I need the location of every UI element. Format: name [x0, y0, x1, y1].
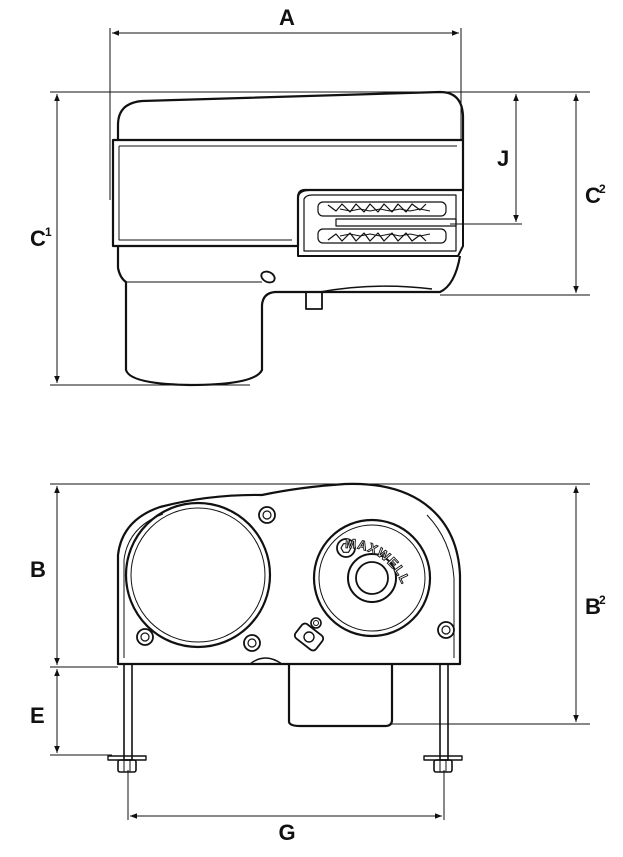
label-a: A — [279, 5, 295, 30]
base-flange — [319, 285, 433, 293]
hex-bolt — [336, 538, 356, 558]
label-b: B — [30, 557, 46, 582]
label-g: G — [278, 820, 295, 845]
drum-outer — [312, 518, 432, 638]
gypsy-wheel — [317, 201, 457, 244]
gypsy-recess-outline — [297, 189, 464, 257]
gearbox-body — [287, 664, 394, 728]
cover-band-outline — [111, 138, 465, 248]
label-c2-superscript: 2 — [599, 182, 606, 196]
bolt-top — [258, 506, 276, 524]
label-b2: B — [585, 594, 601, 619]
stud-right — [423, 663, 463, 773]
label-c1-superscript: 1 — [45, 225, 52, 239]
front-base-notch — [249, 657, 283, 665]
bolt-bottom — [243, 634, 261, 652]
label-e: E — [30, 703, 45, 728]
drum-ring — [318, 524, 426, 632]
cover-top-outline — [116, 90, 465, 140]
drum-center — [355, 561, 389, 595]
front-housing-outline — [116, 482, 462, 666]
cover-band-inner — [118, 145, 457, 241]
bolt-right — [437, 621, 455, 639]
side-view: A C 1 J C 2 — [30, 5, 606, 387]
label-c1: C — [30, 226, 46, 251]
stud-left — [107, 663, 147, 773]
motor-cover-circle — [124, 501, 272, 649]
motor-housing-outline — [116, 246, 462, 387]
drain-boss — [305, 292, 323, 310]
label-c2: C — [585, 183, 601, 208]
motor-cover-inner — [130, 507, 266, 643]
side-hole — [260, 270, 276, 284]
gypsy-recess-inner — [303, 194, 457, 252]
label-b2-superscript: 2 — [599, 593, 606, 607]
bolt-left — [136, 628, 154, 646]
front-view: MAXWELL B E B 2 G — [30, 482, 606, 845]
manual-lever-fitting — [293, 617, 325, 652]
label-j: J — [497, 146, 509, 171]
drum-hub — [347, 553, 397, 603]
